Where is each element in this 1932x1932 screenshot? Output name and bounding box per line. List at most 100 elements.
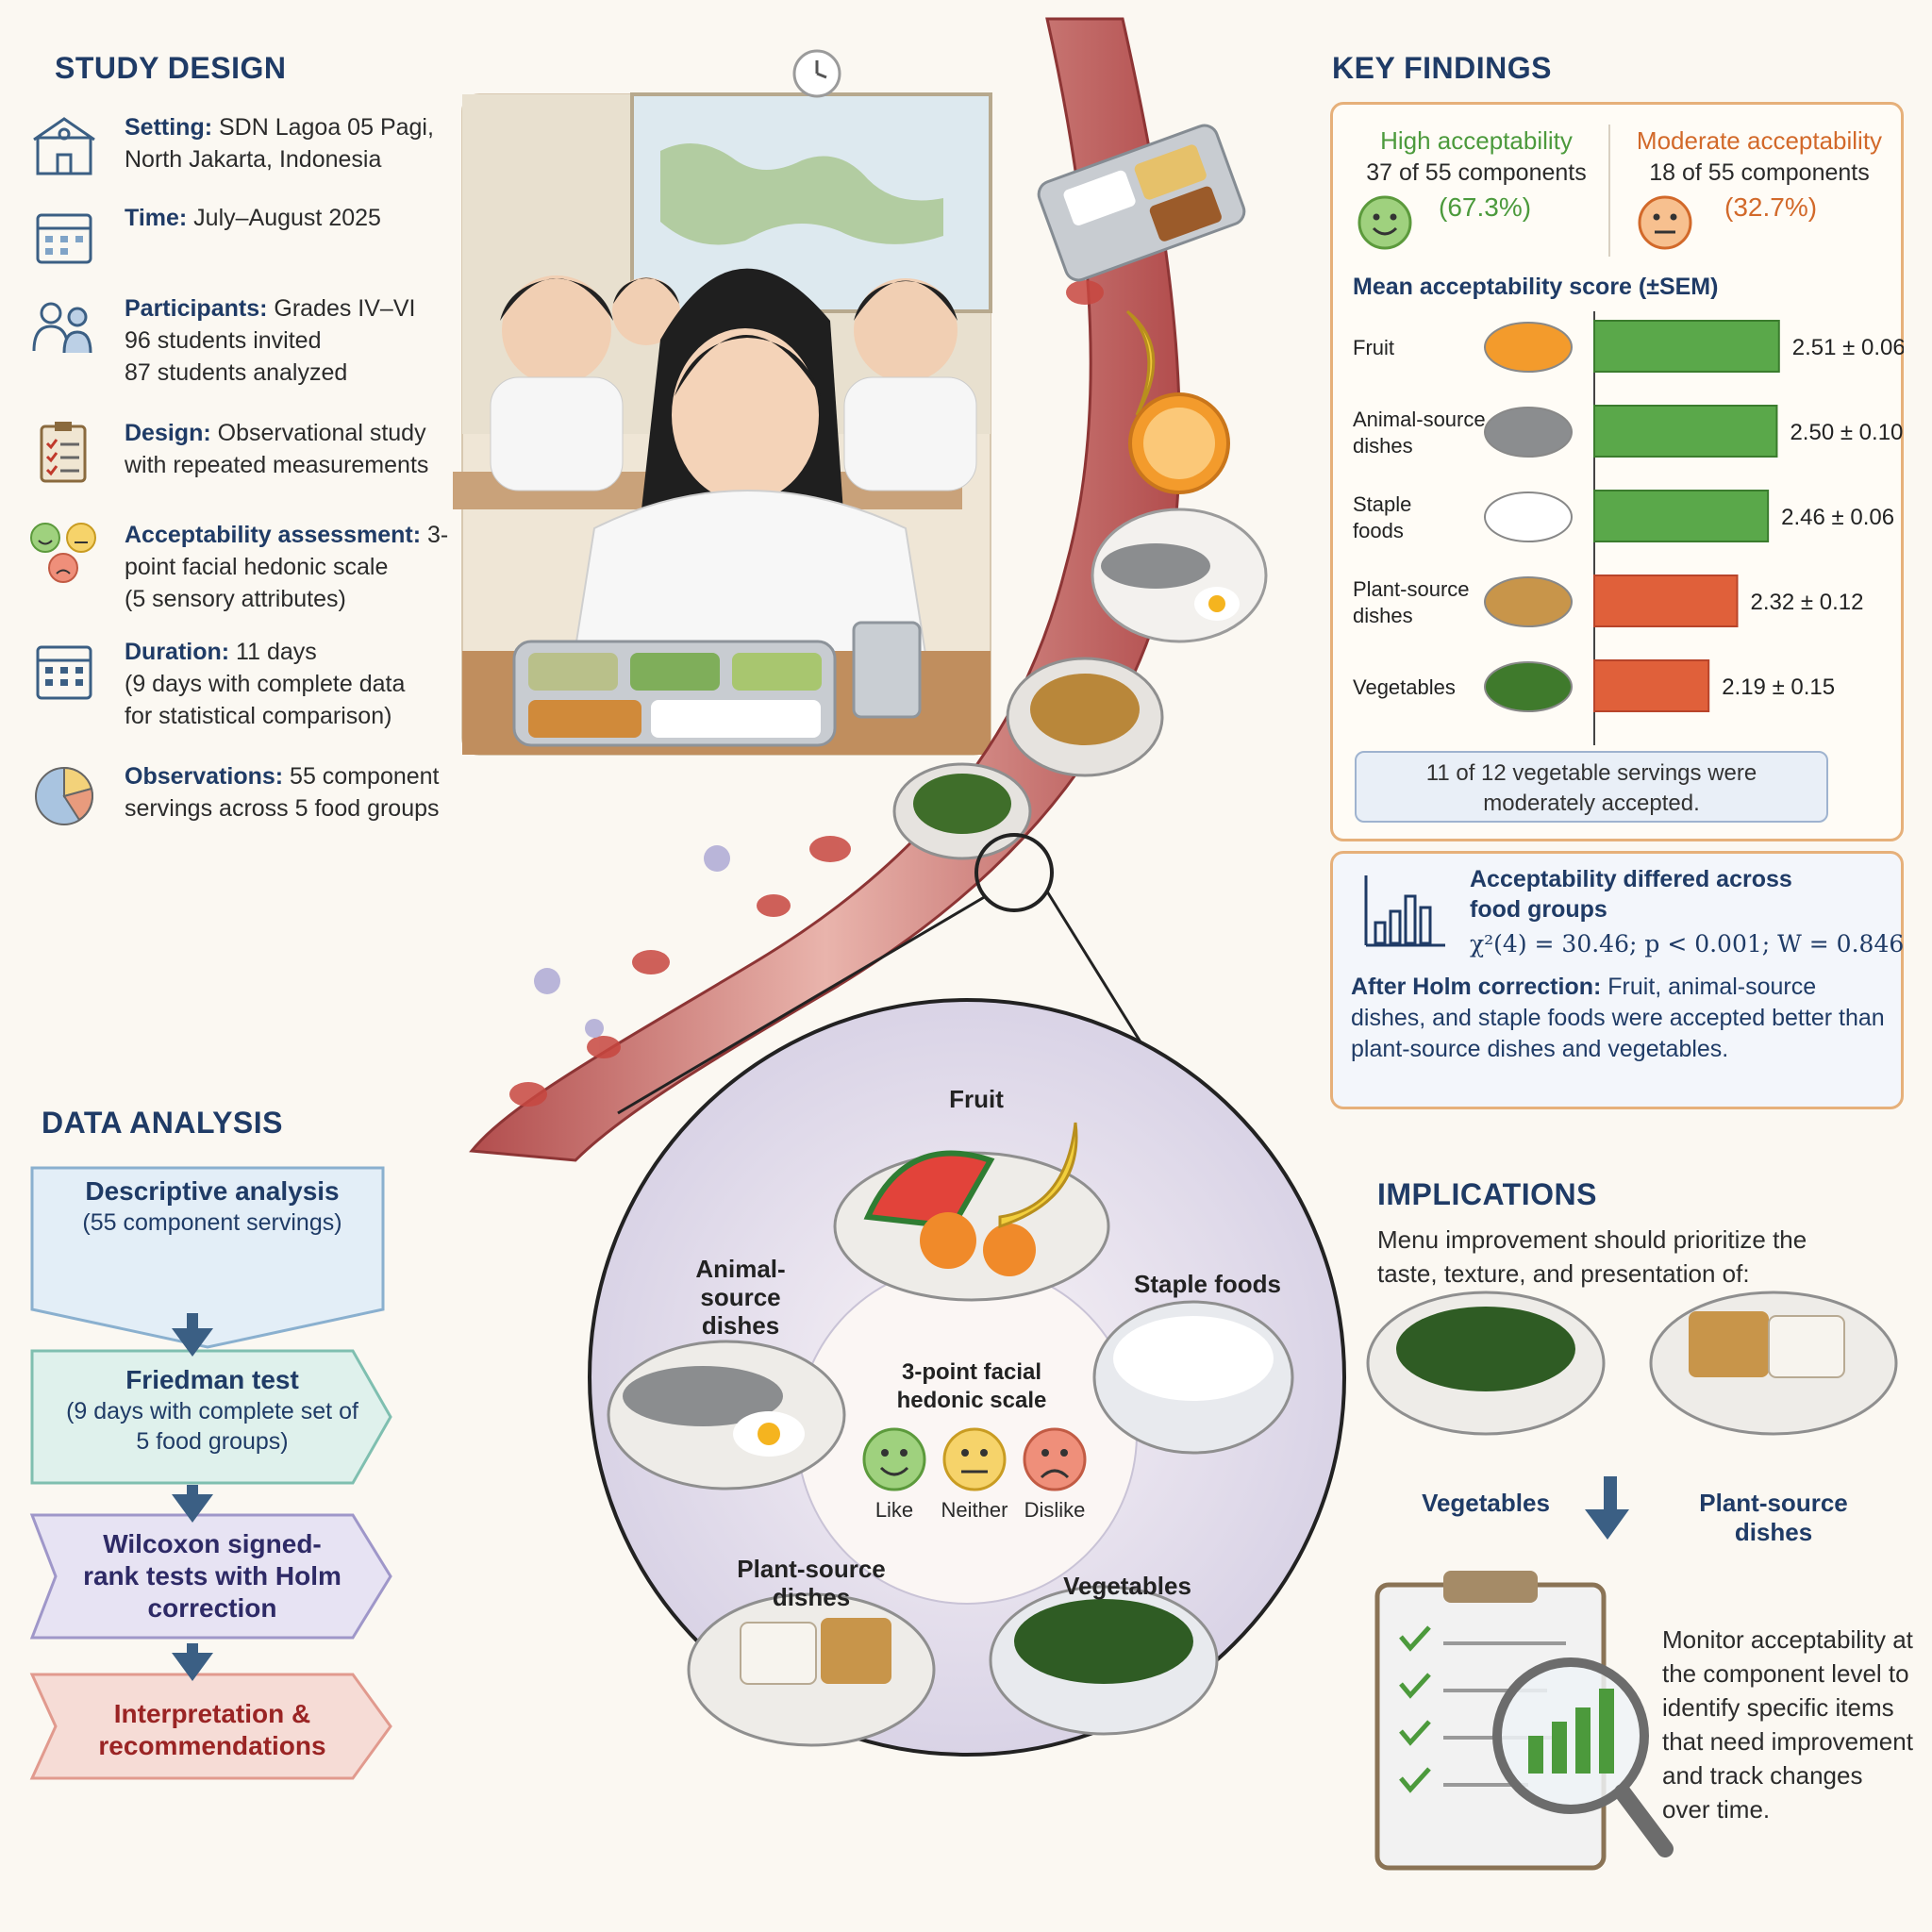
neutral-face-icon	[1638, 195, 1692, 250]
study-design-heading: STUDY DESIGN	[55, 51, 287, 85]
flow-step-2-title: Friedman test	[125, 1365, 299, 1394]
flow-step-1-title: Descriptive analysis	[85, 1176, 340, 1206]
stats-title: Acceptability differed across food group…	[1470, 864, 1792, 924]
key-findings-heading: KEY FINDINGS	[1332, 51, 1552, 85]
stats-formula: χ²(4) = 30.46; p < 0.001; W = 0.846	[1470, 930, 1905, 958]
implications-heading: IMPLICATIONS	[1377, 1177, 1597, 1211]
study-design-line: 87 students analyzed	[125, 359, 348, 386]
rice-bowl-icon	[1484, 491, 1573, 542]
flow-arrow-2	[172, 1494, 213, 1523]
circle-food-plates	[607, 1122, 1294, 1747]
bar	[1593, 575, 1739, 627]
moderate-count: 18 of 55 components	[1649, 159, 1870, 186]
study-design-line: (5 sensory attributes)	[125, 586, 346, 612]
implication-plant: Plant-source dishes	[1699, 1489, 1848, 1546]
bar	[1593, 490, 1770, 542]
study-design-line: servings across 5 food groups	[125, 795, 440, 822]
study-design-item: Setting: SDN Lagoa 05 Pagi,North Jakarta…	[28, 111, 453, 179]
immune-cells	[534, 845, 730, 1038]
bar-chart-icon	[1364, 875, 1445, 947]
holm-text: Fruit, animal-source dishes, and staple …	[1351, 974, 1885, 1062]
school-building-icon	[33, 117, 95, 175]
implication-vegetables: Vegetables	[1422, 1489, 1550, 1517]
smile-icon	[1357, 195, 1412, 250]
clipboard-icon	[40, 422, 87, 483]
flow-step-2-sub: (9 days with complete set of 5 food grou…	[66, 1398, 358, 1455]
classroom-scene	[453, 49, 992, 756]
flow-step-1: Descriptive analysis (55 component servi…	[32, 1175, 392, 1238]
implications-intro: Menu improvement should prioritize the t…	[1377, 1225, 1807, 1288]
pie-chart-icon	[35, 766, 93, 825]
flow-shapes	[29, 1166, 392, 1780]
flow-arrow-3	[172, 1653, 213, 1681]
bar-value-label: 2.32 ± 0.12	[1751, 590, 1864, 615]
moderate-acceptability: Moderate acceptability 18 of 55 componen…	[1623, 125, 1896, 189]
face-label-dislike: Dislike	[1024, 1498, 1086, 1522]
flow-step-3: Wilcoxon signed-rank tests with Holm cor…	[32, 1528, 392, 1624]
monitor-text: Monitor acceptability at the component l…	[1662, 1625, 1913, 1824]
flow-step-2: Friedman test (9 days with complete set …	[32, 1364, 392, 1457]
study-design-line: North Jakarta, Indonesia	[125, 146, 382, 173]
study-design-label: Time:	[125, 205, 188, 231]
moderate-title: Moderate acceptability	[1636, 126, 1883, 155]
study-design-item: Duration: 11 days(9 days with complete d…	[28, 636, 453, 732]
bar	[1593, 659, 1710, 712]
flow-arrow-1-shaft	[187, 1313, 198, 1332]
flow-arrow-1	[172, 1328, 213, 1357]
face-label-like: Like	[874, 1498, 914, 1522]
flow-step-1-sub: (55 component servings)	[82, 1209, 342, 1236]
flow-step-4: Interpretation & recommendations	[32, 1698, 392, 1762]
circle-label-plant: Plant-source dishes	[737, 1555, 886, 1611]
bar-category-label: Vegetables	[1353, 675, 1456, 699]
high-pct: (67.3%)	[1439, 192, 1532, 222]
moderate-pct: (32.7%)	[1724, 192, 1818, 222]
study-design-item: Acceptability assessment: 3-point facial…	[28, 519, 453, 615]
study-design-line: 96 students invited	[125, 327, 322, 354]
study-design-item: Participants: Grades IV–VI 96 students in…	[28, 292, 453, 389]
stats-title-line-1: Acceptability differed across	[1470, 866, 1792, 892]
circle-label-fruit: Fruit	[949, 1085, 1004, 1113]
study-design-line: Grades IV–VI	[267, 295, 416, 322]
study-design-label: Participants:	[125, 295, 268, 322]
study-design-line: 3-point facial hedonic scale	[125, 522, 449, 580]
hedonic-scale-title: 3-point facial hedonic scale	[896, 1359, 1047, 1413]
study-design-text: Setting: SDN Lagoa 05 Pagi,North Jakarta…	[125, 111, 434, 175]
study-design-label: Acceptability assessment:	[125, 522, 422, 548]
people-icon	[32, 302, 92, 354]
study-design-line: SDN Lagoa 05 Pagi,	[212, 114, 434, 141]
bar-category-label: Fruit	[1353, 336, 1394, 359]
bar-value-label: 2.51 ± 0.06	[1792, 335, 1904, 360]
statistics-box	[1330, 851, 1904, 1109]
study-design-line: 55 component	[283, 763, 440, 790]
calendar-grid-icon	[36, 645, 92, 700]
band-food-plates	[892, 124, 1268, 860]
leafy-greens-icon	[1484, 661, 1573, 712]
study-design-line: July–August 2025	[187, 205, 381, 231]
holm-result: After Holm correction: Fruit, animal-sou…	[1351, 972, 1889, 1065]
high-title: High acceptability	[1380, 126, 1573, 155]
divider	[1608, 125, 1610, 257]
study-design-text: Duration: 11 days(9 days with complete d…	[125, 636, 405, 732]
bar-value-label: 2.19 ± 0.15	[1722, 675, 1835, 700]
faces-icon	[30, 523, 96, 583]
key-findings-box	[1330, 102, 1904, 841]
study-design-label: Design:	[125, 420, 211, 446]
holm-label: After Holm correction:	[1351, 974, 1602, 1000]
bar-value-label: 2.46 ± 0.06	[1781, 505, 1894, 530]
study-design-item: Design: Observational study with repeated…	[28, 417, 453, 485]
implications-illustrations	[1366, 1291, 1898, 1871]
study-design-line: Observational study	[210, 420, 426, 446]
study-design-line: with repeated measurements	[125, 452, 429, 478]
study-design-text: Design: Observational study with repeated…	[125, 417, 428, 481]
study-design-line: (9 days with complete data	[125, 671, 406, 697]
hedonic-faces	[862, 1427, 1087, 1491]
bar-value-label: 2.50 ± 0.10	[1790, 420, 1903, 445]
score-title: Mean acceptability score (±SEM)	[1353, 274, 1719, 300]
